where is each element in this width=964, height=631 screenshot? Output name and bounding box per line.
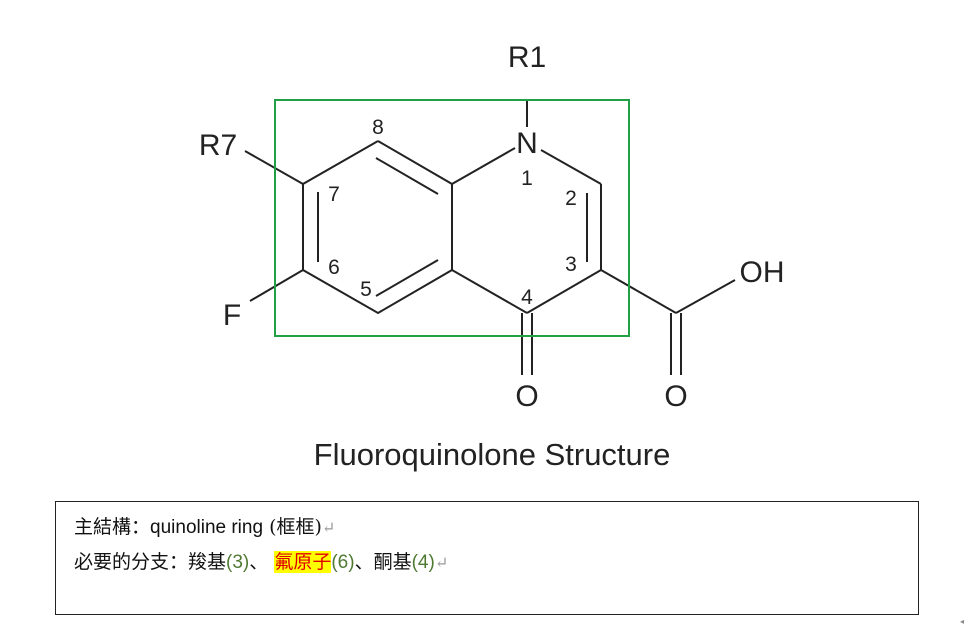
position-7: 7 bbox=[328, 183, 340, 206]
atom-o-acid: O bbox=[664, 380, 687, 413]
carboxyl-position: (3) bbox=[226, 552, 250, 573]
ketone-text: 酮基 bbox=[373, 551, 412, 573]
ketone-position: (4) bbox=[411, 552, 435, 573]
position-2: 2 bbox=[565, 187, 577, 210]
atom-r1: R1 bbox=[508, 41, 546, 74]
quinoline-ring-text: quinoline ring bbox=[150, 517, 264, 538]
atom-n1: N bbox=[516, 127, 538, 160]
atom-f: F bbox=[223, 299, 241, 332]
position-3: 3 bbox=[565, 253, 577, 276]
fluorine-text-highlighted: 氟原子 bbox=[274, 551, 332, 573]
atom-o-keto: O bbox=[515, 380, 538, 413]
diagram-title: Fluoroquinolone Structure bbox=[314, 437, 671, 472]
atom-r7: R7 bbox=[199, 129, 237, 162]
carboxyl-text: 羧基 bbox=[188, 551, 227, 573]
paragraph-mark-icon: ↵ bbox=[321, 518, 336, 537]
separator: 、 bbox=[354, 551, 374, 573]
note-box: 主結構：quinoline ring (框框)↵ 必要的分支：羧基(3)、 氟原… bbox=[55, 501, 919, 615]
bonds bbox=[244, 100, 736, 375]
position-8: 8 bbox=[372, 116, 384, 139]
box-note: (框框) bbox=[269, 516, 322, 538]
position-5: 5 bbox=[360, 278, 372, 301]
quinoline-ring-box bbox=[274, 99, 630, 337]
paragraph-mark-icon: ↵ bbox=[434, 553, 449, 572]
required-branches-label: 必要的分支： bbox=[74, 551, 189, 573]
atom-oh: OH bbox=[740, 256, 785, 289]
note-line-1: 主結構：quinoline ring (框框)↵ bbox=[74, 510, 918, 545]
position-6: 6 bbox=[328, 256, 340, 279]
position-4: 4 bbox=[521, 286, 533, 309]
main-structure-label: 主結構： bbox=[74, 516, 151, 538]
fluorine-position: (6) bbox=[331, 552, 355, 573]
separator: 、 bbox=[249, 551, 269, 573]
note-line-2: 必要的分支：羧基(3)、 氟原子(6)、酮基(4)↵ bbox=[74, 545, 918, 580]
position-1: 1 bbox=[521, 167, 533, 190]
small-marker: ◂ bbox=[960, 617, 964, 626]
